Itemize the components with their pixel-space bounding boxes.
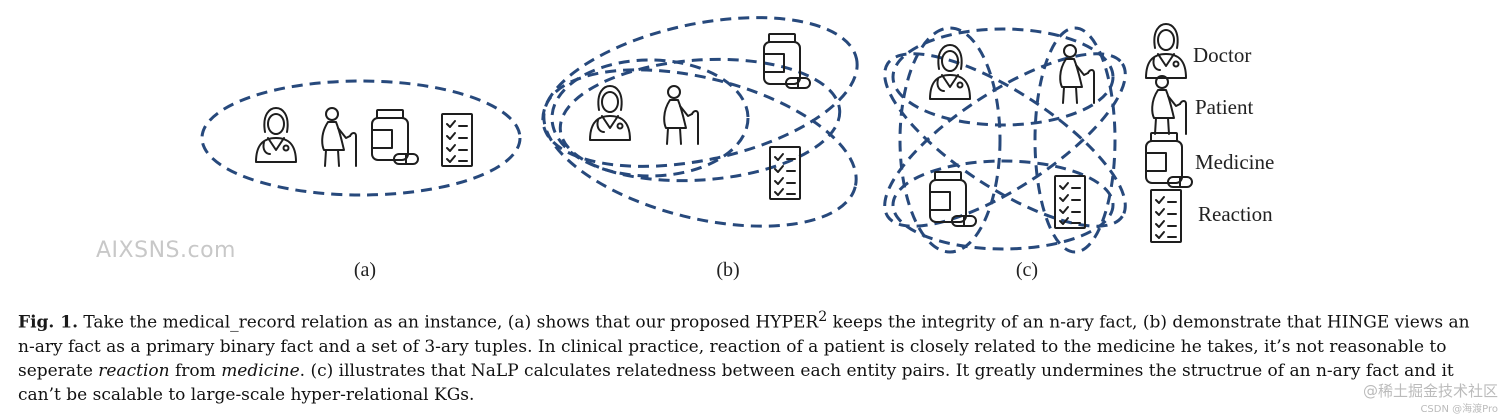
figure-1: (a) (b) (c) Doctor Patient xyxy=(200,16,1274,281)
caption-emphasis: medicine xyxy=(221,360,300,381)
watermark: AIXSNS.com xyxy=(96,238,236,263)
legend-label: Medicine xyxy=(1195,150,1274,174)
patient-icon xyxy=(1059,44,1095,104)
panel-label-a: (a) xyxy=(354,259,376,281)
doctor-icon xyxy=(1145,23,1187,79)
legend-item-reaction: Reaction xyxy=(1150,189,1273,243)
caption-text: . (c) illustrates that NaLP calculates r… xyxy=(18,360,1454,405)
caption-emphasis: reaction xyxy=(98,360,170,381)
author-credit: CSDN @海渡Pro xyxy=(1420,404,1498,415)
panel-b: (b) xyxy=(541,16,859,281)
figure-caption: Fig. 1. Take the medical_record relation… xyxy=(18,305,1488,407)
panel-label-c: (c) xyxy=(1016,259,1038,281)
caption-text: keeps the integrity of an n-ary fact, (b… xyxy=(18,312,1470,381)
legend-label: Doctor xyxy=(1193,43,1251,67)
reaction-icon xyxy=(1054,175,1086,229)
reaction-icon xyxy=(1150,189,1182,243)
medicine-icon xyxy=(763,33,811,89)
legend-label: Reaction xyxy=(1198,202,1273,226)
medicine-icon xyxy=(1145,132,1193,188)
legend: Doctor Patient Medicine Reaction xyxy=(1145,23,1274,243)
reaction-icon xyxy=(441,113,473,167)
doctor-icon xyxy=(255,107,297,163)
patient-icon xyxy=(1151,75,1187,135)
patient-icon xyxy=(321,107,357,167)
doctor-icon xyxy=(929,44,971,100)
medicine-icon xyxy=(929,171,977,227)
caption-superscript: 2 xyxy=(818,309,828,325)
panel-a: (a) xyxy=(200,79,522,281)
legend-item-medicine: Medicine xyxy=(1145,132,1274,188)
medicine-icon xyxy=(371,109,419,165)
legend-item-patient: Patient xyxy=(1151,75,1253,135)
patient-icon xyxy=(663,85,699,145)
site-credit: @稀土掘金技术社区 xyxy=(1362,382,1498,400)
panel-label-b: (b) xyxy=(716,259,739,281)
reaction-icon xyxy=(769,146,801,200)
caption-text: from xyxy=(169,360,222,381)
legend-label: Patient xyxy=(1195,95,1253,119)
doctor-icon xyxy=(589,85,631,141)
caption-text: Take the medical_record relation as an i… xyxy=(78,312,819,333)
figure-number: Fig. 1. xyxy=(18,312,78,333)
legend-item-doctor: Doctor xyxy=(1145,23,1251,79)
panel-c: (c) xyxy=(883,26,1127,281)
